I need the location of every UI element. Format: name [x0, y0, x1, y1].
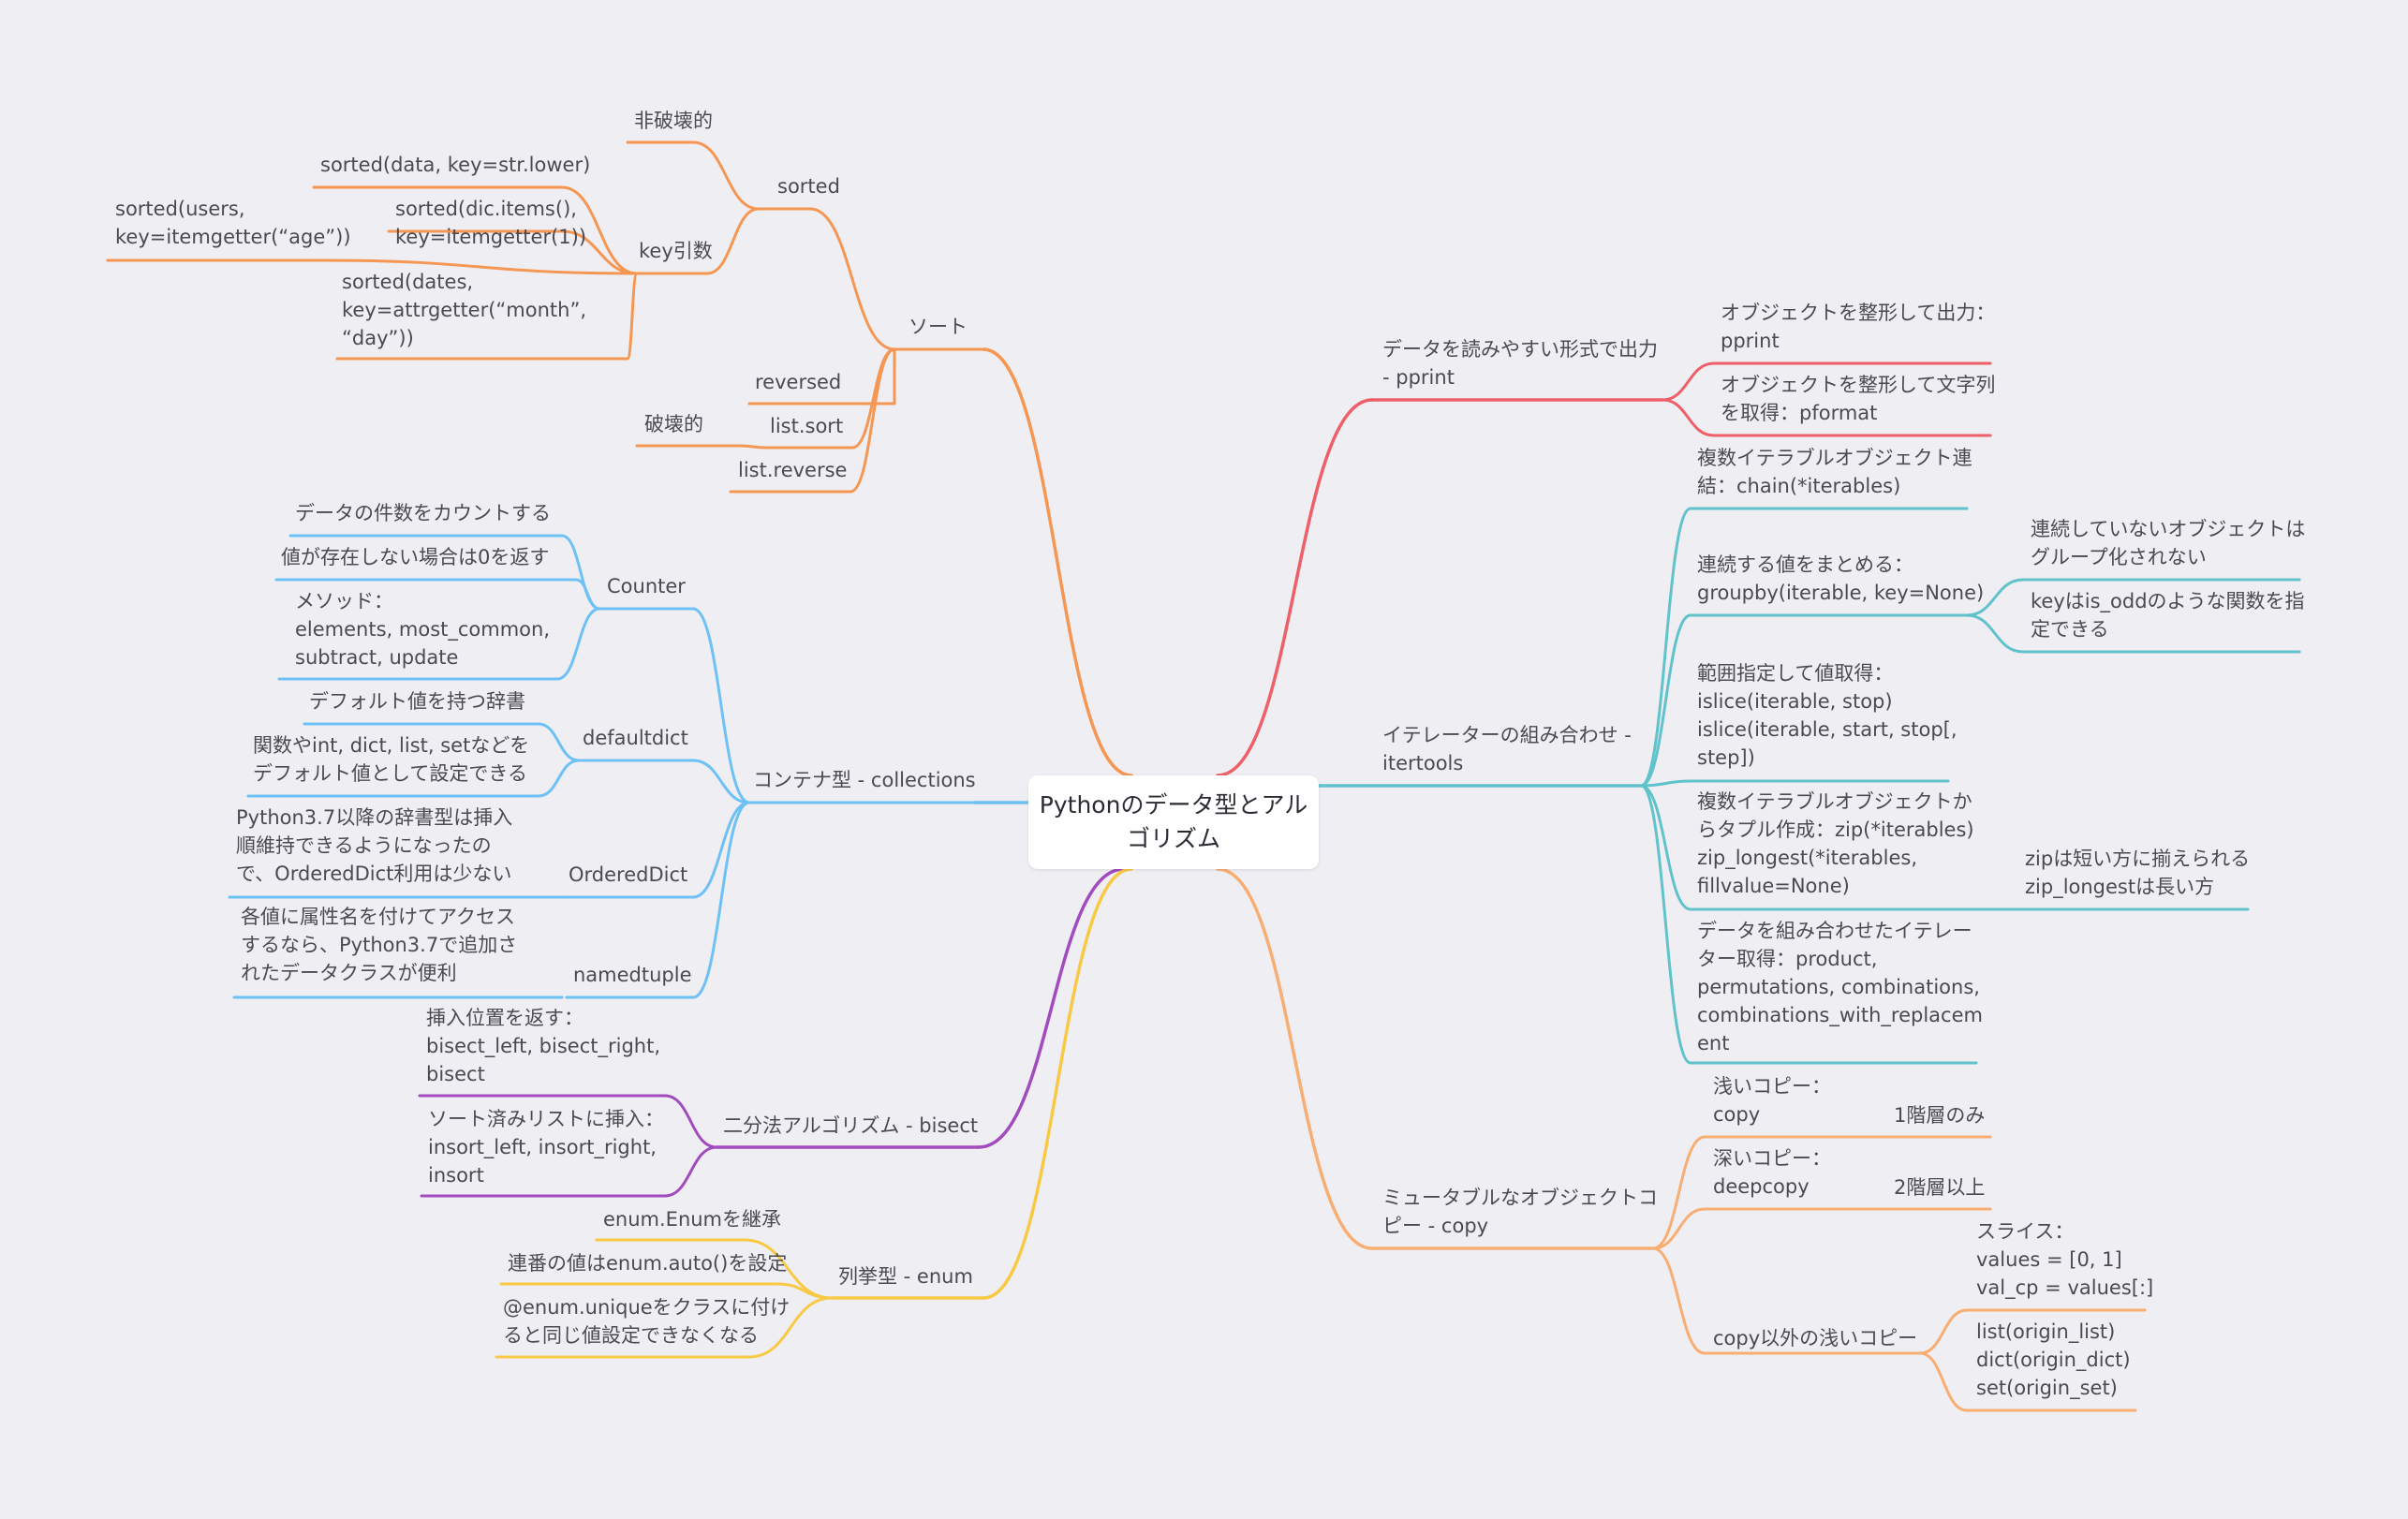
topic-nondestructive[interactable]: 非破壊的	[634, 110, 713, 132]
topic-destructive[interactable]: 破壊的	[644, 413, 703, 435]
topic-reversed[interactable]: reversed	[755, 371, 842, 393]
topic-deep-note[interactable]: 2階層以上	[1894, 1176, 1986, 1199]
edge-collections-sub-4	[560, 534, 601, 611]
edge-collections-sub-0	[691, 607, 751, 804]
topic-other-slice[interactable]: スライス： values = [0, 1] val_cp = values[:]	[1976, 1220, 2154, 1299]
topic-pprint-pformat[interactable]: オブジェクトを整形して文字列 を取得：pformat	[1721, 374, 1996, 424]
edge-copy-sub-4	[1918, 1351, 1969, 1412]
edge-collections-sub-3	[691, 801, 751, 999]
edge-copy-sub-2	[1651, 1246, 1706, 1355]
topic-enum-auto[interactable]: 連番の値はenum.auto()を設定	[508, 1252, 788, 1275]
topic-defaultdict-types[interactable]: 関数やint, dict, list, setなどを デフォルト値として設定でき…	[253, 734, 530, 785]
topic-groupby-noncontig[interactable]: 連続していないオブジェクトは グループ化されない	[2031, 518, 2306, 568]
topic-pprint-pprint[interactable]: オブジェクトを整形して出力： pprint	[1721, 302, 1996, 352]
topic-itertools-product[interactable]: データを組み合わせたイテレー ター取得：product, permutation…	[1697, 920, 1983, 1054]
edge-collections-sub-2	[691, 801, 751, 899]
topic-sorted-lower[interactable]: sorted(data, key=str.lower)	[320, 154, 591, 176]
edge-collections-sub-1	[691, 759, 751, 804]
edge-itertools-sub-2	[1639, 779, 1692, 788]
topic-other-funcs[interactable]: list(origin_list) dict(origin_dict) set(…	[1976, 1320, 2131, 1399]
edge-collections-sub-7	[537, 722, 581, 762]
edge-collections-sub-8	[537, 759, 581, 798]
topic-defaultdict[interactable]: defaultdict	[583, 727, 688, 749]
topic-namedtuple[interactable]: namedtuple	[573, 964, 692, 986]
edge-copy-sub-3	[1918, 1308, 1969, 1355]
topic-ordereddict-note[interactable]: Python3.7以降の辞書型は挿入 順維持できるようになったの で、Order…	[236, 806, 513, 885]
topic-itertools-islice[interactable]: 範囲指定して値取得： islice(iterable, stop) islice…	[1697, 662, 1957, 769]
edge-sort-sub-2	[705, 207, 761, 275]
topic-copy-shallow[interactable]: 浅いコピー： copy	[1713, 1075, 1831, 1126]
edge-collections-sub-5	[574, 578, 601, 611]
topic-key-arg[interactable]: key引数	[639, 240, 713, 262]
topic-itertools-chain[interactable]: 複数イテラブルオブジェクト連 結：chain(*iterables)	[1697, 447, 1972, 497]
edge-sort-sub-5	[321, 258, 639, 275]
topic-ordereddict[interactable]: OrderedDict	[569, 863, 688, 886]
topic-sort[interactable]: ソート	[909, 316, 968, 338]
edge-sort-sub-1	[691, 140, 761, 211]
topic-copy-other[interactable]: copy以外の浅いコピー	[1713, 1327, 1918, 1349]
edge-sort-sub-0	[808, 207, 896, 351]
topic-bisect-position[interactable]: 挿入位置を返す： bisect_left, bisect_right, bise…	[426, 1007, 660, 1085]
topic-enum-unique[interactable]: @enum.uniqueをクラスに付け ると同じ値設定できなくなる	[503, 1296, 790, 1347]
topic-counter-count[interactable]: データの件数をカウントする	[295, 502, 551, 524]
edge-itertools-sub-4	[1639, 784, 1692, 1065]
topic-sorted-users[interactable]: sorted(users, key=itemgetter(“age”))	[115, 198, 351, 248]
edge-pprint-sub-1	[1661, 398, 1716, 437]
edge-copy-sub-1	[1651, 1207, 1706, 1250]
topic-sorted-items[interactable]: sorted(dic.items(), key=itemgetter(1))	[395, 198, 587, 248]
edge-sort-sub-4	[560, 229, 639, 275]
topic-copy-deep[interactable]: 深いコピー： deepcopy	[1713, 1147, 1831, 1198]
edge-copy-sub-0	[1651, 1135, 1706, 1250]
edge-bisect-sub-0	[663, 1094, 718, 1149]
topic-pprint[interactable]: データを読みやすい形式で出力 - pprint	[1382, 338, 1658, 389]
topic-enum[interactable]: 列挙型 - enum	[838, 1265, 973, 1288]
topic-list-reverse[interactable]: list.reverse	[738, 459, 848, 481]
edge-sort-sub-6	[626, 272, 639, 361]
edge-enum-sub-2	[747, 1296, 834, 1359]
topic-itertools[interactable]: イテレーターの組み合わせ - itertools	[1382, 724, 1632, 774]
edge-collections-sub-6	[555, 607, 601, 681]
topic-bisect-insort[interactable]: ソート済みリストに挿入： insort_left, insort_right, …	[428, 1108, 664, 1187]
topic-zip-note[interactable]: zipは短い方に揃えられる zip_longestは長い方	[2025, 848, 2251, 898]
edge-pprint-sub-0	[1661, 361, 1716, 402]
topic-sorted-dates[interactable]: sorted(dates, key=attrgetter(“month”, “d…	[342, 271, 587, 349]
topic-groupby-key[interactable]: keyはis_oddのような関数を指 定できる	[2031, 590, 2305, 641]
topic-itertools-zip[interactable]: 複数イテラブルオブジェクトか らタプル作成：zip(*iterables) zi…	[1697, 790, 1974, 897]
topic-bisect[interactable]: 二分法アルゴリズム - bisect	[723, 1114, 979, 1137]
topic-sorted[interactable]: sorted	[777, 175, 840, 198]
topic-counter-methods[interactable]: メソッド： elements, most_common, subtract, u…	[295, 590, 551, 669]
topic-collections[interactable]: コンテナ型 - collections	[753, 769, 976, 791]
edge-bisect-0	[977, 867, 1126, 1149]
topic-enum-inherit[interactable]: enum.Enumを継承	[603, 1208, 782, 1231]
topic-list-sort[interactable]: list.sort	[770, 415, 844, 437]
edge-sort-sub-8	[850, 347, 896, 450]
topic-namedtuple-note[interactable]: 各値に属性名を付けてアクセス するなら、Python3.7で追加さ れたデータク…	[241, 906, 518, 984]
edge-itertools-sub-3	[1639, 784, 1692, 911]
topic-itertools-groupby[interactable]: 連続する値をまとめる： groupby(iterable, key=None)	[1697, 553, 1985, 604]
edge-sort-sub-10	[849, 347, 896, 494]
edge-pprint-0	[1216, 398, 1374, 777]
root-topic[interactable]: Pythonのデータ型とアル ゴリズム	[1028, 775, 1319, 869]
edge-copy-0	[1216, 867, 1374, 1250]
edge-itertools-sub-0	[1639, 507, 1692, 788]
topic-defaultdict-default[interactable]: デフォルト値を持つ辞書	[309, 690, 525, 713]
topic-counter-zero[interactable]: 値が存在しない場合は0を返す	[281, 546, 550, 568]
edge-itertools-sub-5	[1965, 578, 2025, 617]
topic-counter[interactable]: Counter	[607, 575, 686, 597]
edge-sort-sub-9	[738, 444, 768, 450]
topic-shallow-note[interactable]: 1階層のみ	[1894, 1104, 1986, 1127]
topic-copy[interactable]: ミュータブルなオブジェクトコ ピー - copy	[1382, 1187, 1658, 1237]
edge-sort-0	[982, 347, 1133, 777]
edge-bisect-sub-1	[663, 1145, 718, 1198]
edge-itertools-sub-6	[1965, 613, 2025, 654]
edge-itertools-sub-1	[1639, 613, 1692, 788]
edge-sort-sub-3	[560, 185, 639, 275]
edge-enum-0	[982, 867, 1133, 1300]
